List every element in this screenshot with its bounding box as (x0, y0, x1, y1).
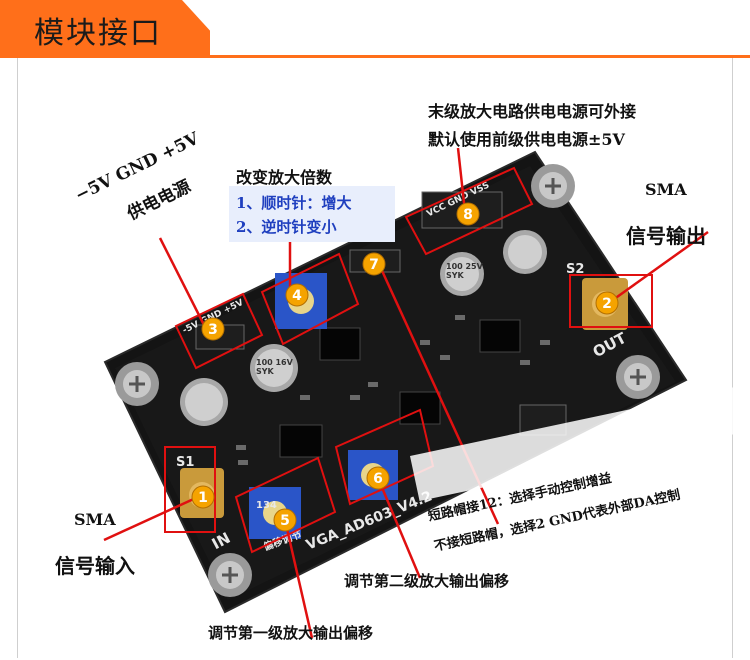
gain-hint-box (229, 186, 395, 242)
mounting-screws (115, 164, 660, 597)
gain-clockwise-hint: 1、顺时针：增大 (236, 194, 352, 212)
sma-output-type: SMA (645, 180, 687, 199)
offset-stage-1-label: 调节第一级放大输出偏移 (208, 624, 374, 642)
power-note-line-2: 默认使用前级供电电源±5V (428, 130, 625, 149)
page-header: 模块接口 (0, 0, 750, 58)
header-tab (0, 0, 210, 58)
board-s1-label: S1 (176, 455, 195, 470)
sma-input-caption: 信号输入 (55, 554, 135, 578)
sma-output-connector (582, 278, 628, 330)
header-divider (0, 55, 750, 58)
gain-counterclockwise-hint: 2、逆时针变小 (236, 218, 337, 236)
frame-right-border (732, 58, 733, 658)
page-title: 模块接口 (34, 16, 162, 51)
frame-left-border (17, 58, 18, 658)
sma-input-connector (180, 468, 224, 518)
board-s2-label: S2 (566, 262, 585, 277)
pot-value-label: 134 (256, 500, 277, 511)
gain-title: 改变放大倍数 (236, 168, 333, 187)
offset-stage-2-label: 调节第二级放大输出偏移 (344, 572, 510, 590)
power-note-line-1: 末级放大电路供电电源可外接 (428, 102, 637, 121)
sma-input-type: SMA (74, 510, 116, 529)
capacitor-1-label: 100 16V SYK (256, 358, 293, 376)
capacitor-2-label: 100 25V SYK (446, 262, 483, 280)
sma-output-caption: 信号输出 (626, 224, 706, 248)
